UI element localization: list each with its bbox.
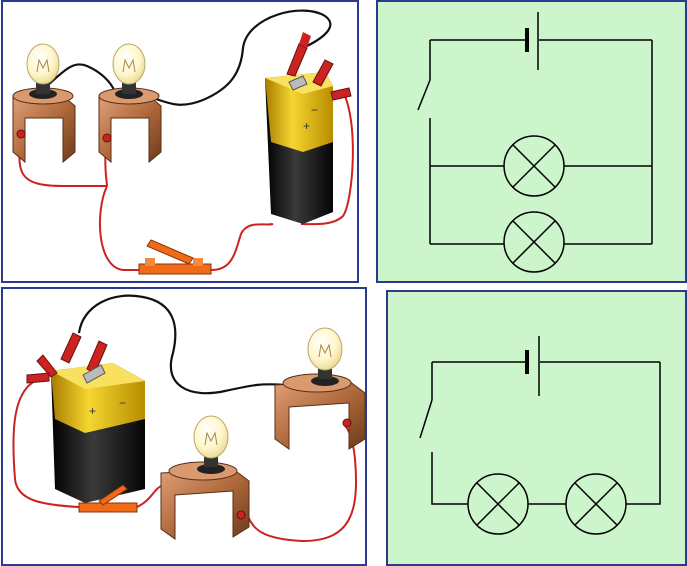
bulb-icon <box>98 43 162 164</box>
series-circuit-schematic <box>386 290 687 566</box>
svg-text:+: + <box>89 404 96 418</box>
battery-icon: + − <box>265 32 352 224</box>
cell-symbol <box>525 336 540 396</box>
wire <box>431 452 468 505</box>
lamp-symbol <box>503 135 565 197</box>
bulb-icon <box>12 43 76 164</box>
switch-symbol <box>417 79 431 111</box>
lamp-symbol <box>467 473 529 535</box>
battery-icon: + − <box>26 332 145 503</box>
wire <box>626 362 661 505</box>
svg-text:−: − <box>311 103 318 117</box>
bulb-icon <box>274 327 365 450</box>
parallel-schematic-svg <box>417 12 653 273</box>
cell-symbol <box>525 12 539 70</box>
knife-switch-icon <box>138 239 212 275</box>
bulb-icon <box>160 415 250 540</box>
svg-text:+: + <box>303 119 310 133</box>
series-illustration-svg: + − <box>12 294 365 543</box>
svg-text:−: − <box>119 396 126 410</box>
lamp-symbol <box>565 473 627 535</box>
lamp-symbol <box>503 211 565 273</box>
black-wire <box>48 9 332 106</box>
parallel-circuit-illustration: + − <box>1 0 359 283</box>
series-schematic-svg <box>419 336 661 535</box>
black-wire <box>77 294 286 395</box>
parallel-illustration-svg: + − <box>12 9 354 275</box>
series-circuit-illustration: + − <box>1 287 367 566</box>
parallel-circuit-schematic <box>376 0 687 283</box>
switch-symbol <box>419 399 433 439</box>
knife-switch-icon <box>78 484 138 513</box>
